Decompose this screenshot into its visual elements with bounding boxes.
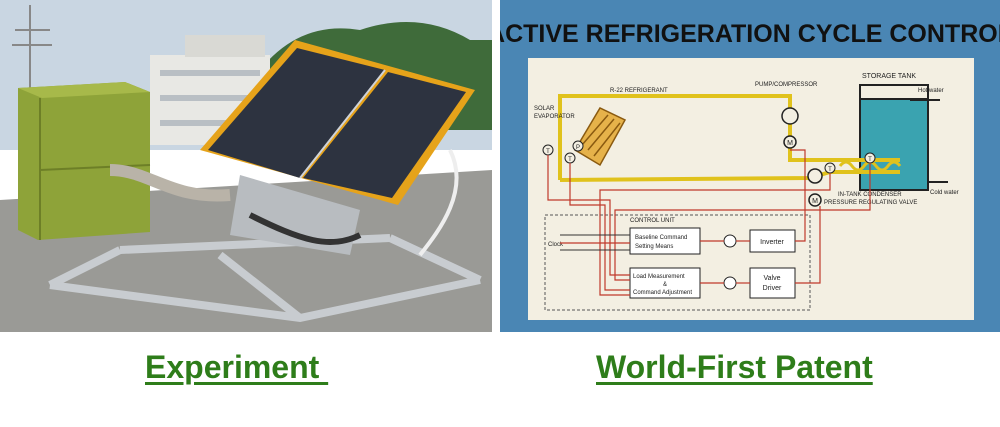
label-control-unit: CONTROL UNIT	[630, 218, 675, 224]
sensor-t4: T	[824, 162, 836, 174]
sensor-t1: T	[542, 144, 554, 156]
valve-driver-block	[749, 267, 796, 299]
label-clock: Clock	[548, 242, 564, 248]
label-load-1: Load Measurement	[633, 274, 685, 280]
solar-panel	[200, 40, 475, 205]
summing-node-2	[723, 276, 737, 290]
caption-experiment: Experiment	[145, 349, 329, 385]
signal-lines	[547, 149, 871, 296]
sensor-t2: T	[564, 152, 576, 164]
experiment-photo	[0, 0, 492, 332]
label-load-3: Command Adjustment	[633, 290, 692, 296]
sensor-t3: T	[864, 152, 876, 164]
caption-world-first-patent: World-First Patent	[596, 349, 873, 385]
label-evaporator: EVAPORATOR	[534, 114, 575, 120]
label-pump: PUMP/COMPRESSOR	[755, 82, 818, 88]
label-solar: SOLAR	[534, 106, 555, 112]
green-cabinet	[18, 82, 151, 240]
svg-text:P: P	[576, 145, 580, 151]
svg-text:T: T	[568, 157, 572, 163]
pipe	[418, 149, 459, 257]
signal-lines-dark	[560, 234, 630, 251]
label-cold-water: Cold water	[930, 190, 959, 196]
summing-node-1	[723, 234, 737, 248]
label-valve: PRESSURE REGULATING VALVE	[824, 200, 917, 206]
svg-text:T: T	[546, 149, 550, 155]
control-unit-box	[544, 214, 811, 311]
panel-stand	[230, 175, 362, 255]
label-storage-tank: STORAGE TANK	[862, 73, 916, 80]
pressure-valve	[807, 168, 823, 184]
storage-tank	[859, 84, 929, 191]
label-valve-driver-2: Driver	[763, 285, 782, 292]
label-load-2: &	[663, 282, 667, 288]
label-valve-driver-1: Valve	[764, 275, 781, 282]
patent-poster: ACTIVE REFRIGERATION CYCLE CONTROL STORA…	[500, 0, 1000, 332]
svg-text:T: T	[868, 157, 872, 163]
pump-compressor	[781, 107, 799, 125]
svg-text:T: T	[828, 167, 832, 173]
label-inverter: Inverter	[760, 239, 784, 246]
label-refrigerant: R-22 REFRIGERANT	[610, 88, 668, 94]
load-block	[629, 267, 701, 299]
baseline-block	[629, 227, 701, 255]
sensor-p: P	[572, 140, 584, 152]
motor-pump	[783, 135, 797, 149]
label-baseline-2: Setting Means	[635, 244, 673, 250]
motor-valve	[808, 193, 822, 207]
svg-text:M: M	[812, 198, 818, 205]
background-building	[150, 35, 270, 145]
solar-evaporator	[573, 107, 627, 167]
hose	[109, 164, 231, 202]
label-baseline-1: Baseline Command	[635, 235, 687, 241]
poster-title: ACTIVE REFRIGERATION CYCLE CONTROL	[500, 20, 1000, 48]
label-hot-water: Hot water	[918, 88, 944, 94]
svg-text:M: M	[787, 140, 793, 147]
